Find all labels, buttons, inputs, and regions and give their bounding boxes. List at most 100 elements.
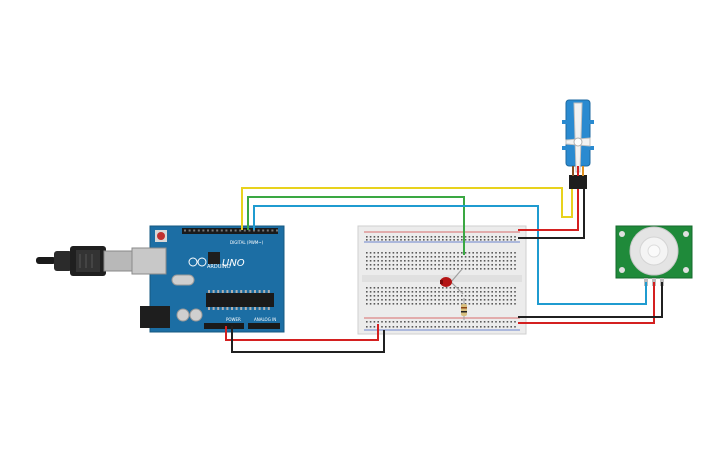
breadboard-hole (480, 264, 482, 266)
breadboard-hole (404, 295, 406, 297)
breadboard-hole (457, 299, 459, 301)
breadboard-hole (438, 303, 440, 305)
wire-green[interactable] (247, 196, 465, 255)
header-pin (234, 229, 237, 232)
breadboard-hole (442, 299, 444, 301)
breadboard-hole (457, 321, 459, 323)
breadboard-hole (411, 236, 414, 238)
wire-blue[interactable] (253, 205, 647, 305)
breadboard-hole (510, 236, 512, 238)
breadboard-hole (388, 299, 391, 301)
breadboard-hole (472, 287, 474, 289)
breadboard-hole (445, 299, 448, 301)
breadboard-hole (434, 326, 436, 328)
chip-leg (258, 307, 261, 310)
breadboard-hole (392, 268, 395, 270)
breadboard-hole (491, 295, 493, 297)
breadboard-hole (510, 303, 512, 305)
breadboard-hole (400, 303, 402, 305)
breadboard-hole (449, 268, 452, 270)
breadboard-hole (510, 295, 512, 297)
breadboard-hole (510, 326, 512, 328)
breadboard-hole (480, 326, 482, 328)
breadboard-hole (426, 256, 429, 258)
breadboard-hole (514, 321, 516, 323)
breadboard-hole (404, 239, 406, 241)
wire-pir-red[interactable] (518, 282, 655, 324)
breadboard-hole (457, 264, 459, 266)
breadboard-hole (510, 268, 512, 270)
breadboard-hole (381, 287, 383, 289)
breadboard-hole (423, 321, 425, 323)
header-pin (197, 229, 200, 232)
breadboard-hole (430, 264, 433, 266)
breadboard-hole (442, 252, 444, 254)
breadboard-hole (464, 326, 467, 328)
wire-servo-black[interactable] (518, 189, 585, 239)
breadboard-hole (377, 295, 379, 297)
header-pin (225, 229, 228, 232)
chip-leg (231, 290, 233, 293)
breadboard-hole (366, 295, 368, 297)
wire-pir-black[interactable] (518, 282, 663, 318)
breadboard-hole (377, 321, 379, 323)
arduino-uno-board[interactable]: ARDUINO UNO DIGITAL (PWM~) POWER ANALOG … (131, 225, 285, 333)
chip-leg (244, 307, 247, 310)
breadboard-hole (502, 260, 505, 262)
breadboard-hole (377, 287, 379, 289)
led[interactable] (440, 267, 464, 295)
breadboard-hole (434, 252, 436, 254)
breadboard-hole (419, 287, 421, 289)
usb-cable[interactable] (36, 246, 135, 276)
breadboard-hole (480, 295, 482, 297)
breadboard-hole (419, 239, 421, 241)
chip-leg (221, 307, 224, 310)
breadboard-hole (426, 303, 429, 305)
breadboard-hole (377, 303, 379, 305)
breadboard-hole (369, 303, 372, 305)
wire-5v-red[interactable] (225, 324, 379, 341)
breadboard-hole (476, 252, 478, 254)
breadboard-hole (495, 299, 497, 301)
wire-servo-red[interactable] (518, 189, 579, 231)
breadboard-hole (442, 268, 444, 270)
breadboard-hole (369, 299, 372, 301)
wire-yellow[interactable] (241, 187, 573, 230)
breadboard-hole (415, 291, 417, 293)
breadboard-hole (468, 268, 471, 270)
breadboard-hole (472, 236, 474, 238)
breadboard-hole (423, 299, 425, 301)
wire-gnd-black[interactable] (231, 326, 385, 353)
breadboard-hole (487, 264, 490, 266)
breadboard-hole (411, 239, 414, 241)
chip-leg (240, 290, 243, 293)
breadboard-hole (434, 303, 436, 305)
breadboard-hole (499, 236, 501, 238)
breadboard-hole (404, 321, 406, 323)
breadboard-hole (426, 236, 429, 238)
breadboard-hole (366, 326, 368, 328)
breadboard-hole (430, 252, 433, 254)
chip-leg (226, 307, 229, 310)
crystal (171, 274, 195, 286)
usb-jack (131, 247, 167, 275)
resistor[interactable] (461, 298, 467, 320)
chip-leg (217, 290, 220, 293)
breadboard-hole (381, 252, 383, 254)
breadboard-hole (461, 264, 463, 266)
breadboard-hole (377, 299, 379, 301)
pir-sensor[interactable] (615, 225, 693, 286)
breadboard-hole (445, 326, 448, 328)
breadboard-hole (472, 295, 474, 297)
analog-label: ANALOG IN (254, 317, 276, 322)
breadboard-hole (396, 291, 398, 293)
breadboard-hole (457, 260, 459, 262)
breadboard-hole (506, 236, 509, 238)
breadboard-hole (453, 326, 455, 328)
breadboard-hole (453, 268, 455, 270)
breadboard-hole (407, 295, 410, 297)
breadboard-hole (506, 256, 509, 258)
breadboard-hole (430, 268, 433, 270)
breadboard-hole (464, 256, 467, 258)
servo-motor[interactable] (562, 99, 594, 189)
